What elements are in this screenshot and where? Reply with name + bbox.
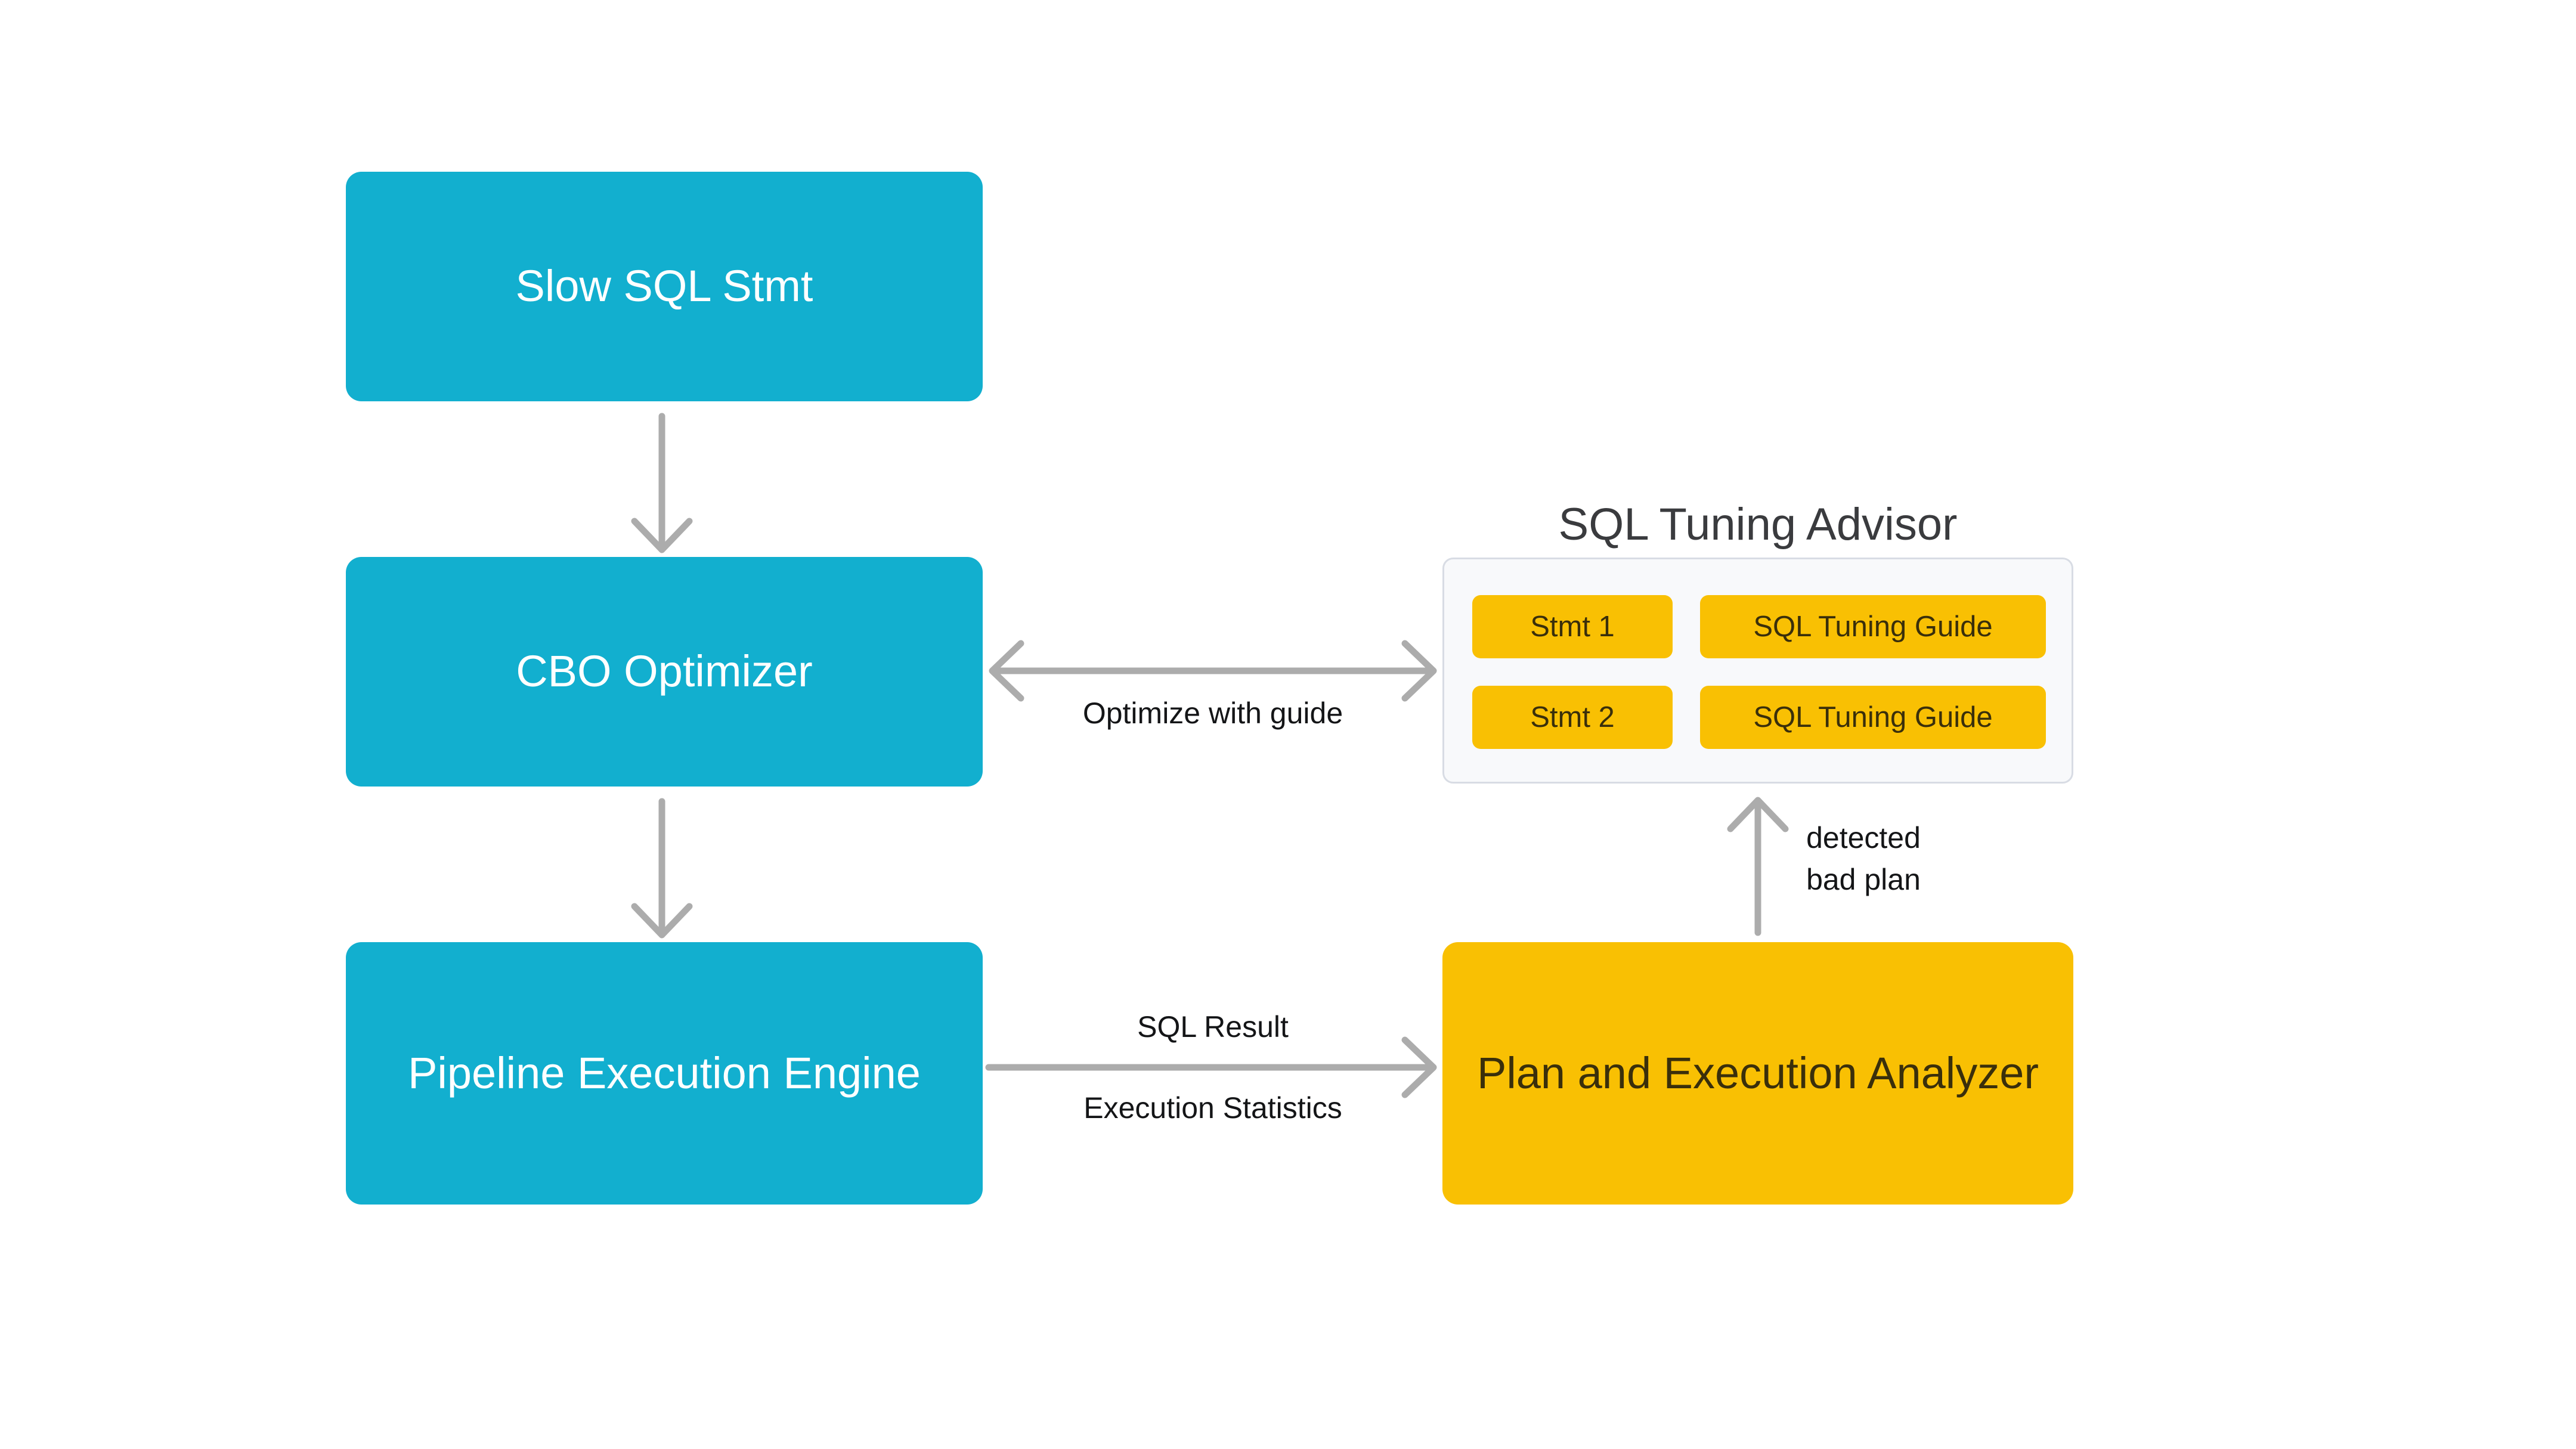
edge-label-detected-bad-plan: detected bad plan: [1795, 817, 1932, 900]
edge-label-sql-result: SQL Result: [1137, 1010, 1289, 1044]
chip-sql-tuning-guide-1-label: SQL Tuning Guide: [1753, 611, 1993, 643]
node-pipeline-execution-engine-label: Pipeline Execution Engine: [408, 1048, 921, 1098]
arrow-pipeline-to-analyzer: [985, 1036, 1437, 1098]
arrow-slow-sql-to-cbo: [631, 413, 693, 553]
edge-label-execution-statistics: Execution Statistics: [1083, 1091, 1342, 1125]
arrow-cbo-advisor-bidirectional: [989, 640, 1437, 702]
arrow-analyzer-to-advisor: [1727, 797, 1789, 936]
edge-label-optimize-with-guide: Optimize with guide: [1082, 696, 1343, 730]
edge-label-detected-line1: detected: [1806, 821, 1921, 854]
chip-sql-tuning-guide-2-label: SQL Tuning Guide: [1753, 701, 1993, 733]
chip-sql-tuning-guide-2: SQL Tuning Guide: [1700, 686, 2046, 749]
node-cbo-optimizer: CBO Optimizer: [346, 557, 983, 787]
advisor-title: SQL Tuning Advisor: [1558, 499, 1958, 550]
node-cbo-optimizer-label: CBO Optimizer: [516, 646, 813, 696]
node-slow-sql-stmt: Slow SQL Stmt: [346, 172, 983, 401]
chip-sql-tuning-guide-1: SQL Tuning Guide: [1700, 595, 2046, 658]
edge-label-detected-line2: bad plan: [1806, 863, 1921, 896]
arrow-cbo-to-pipeline: [631, 798, 693, 939]
advisor-panel: Stmt 1 SQL Tuning Guide Stmt 2 SQL Tunin…: [1442, 558, 2073, 784]
node-slow-sql-stmt-label: Slow SQL Stmt: [515, 261, 813, 311]
chip-stmt-1: Stmt 1: [1472, 595, 1673, 658]
chip-stmt-1-label: Stmt 1: [1530, 611, 1615, 643]
node-plan-and-execution-analyzer-label: Plan and Execution Analyzer: [1476, 1048, 2039, 1098]
node-pipeline-execution-engine: Pipeline Execution Engine: [346, 942, 983, 1205]
chip-stmt-2: Stmt 2: [1472, 686, 1673, 749]
chip-stmt-2-label: Stmt 2: [1530, 701, 1615, 733]
node-plan-and-execution-analyzer: Plan and Execution Analyzer: [1442, 942, 2073, 1205]
